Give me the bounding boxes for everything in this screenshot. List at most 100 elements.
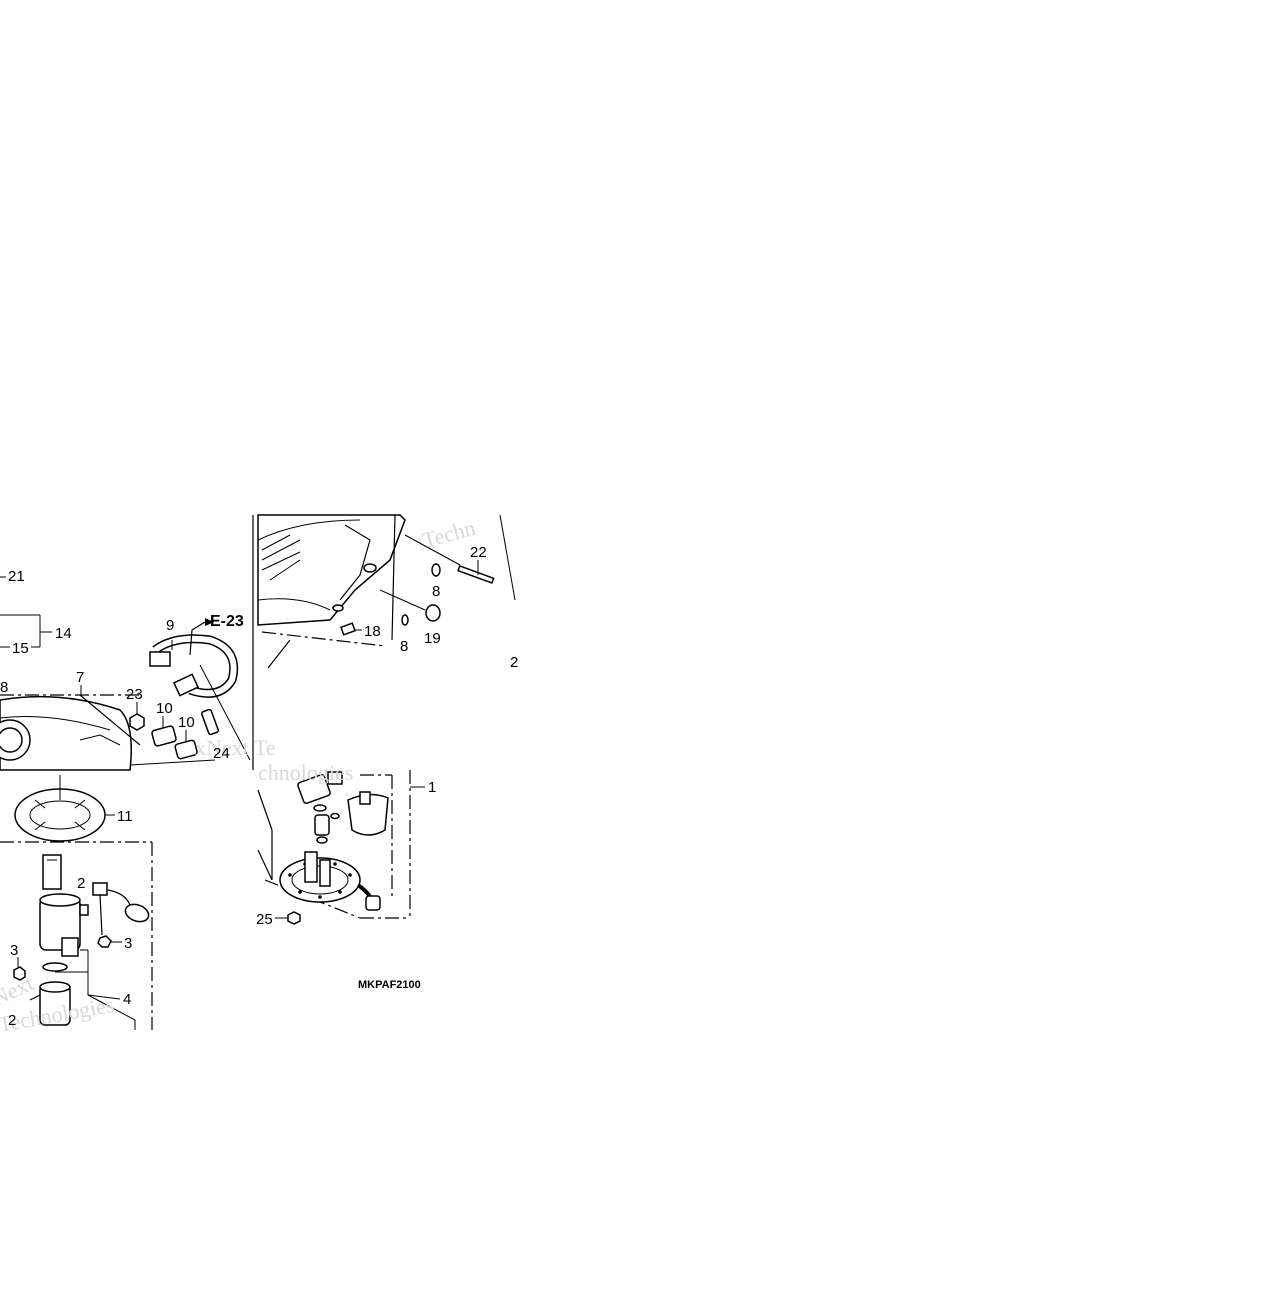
leader [379, 589, 426, 611]
flange-bolt-hole [338, 890, 342, 894]
fuel-tank-panel [0, 515, 254, 771]
group-line [79, 694, 141, 746]
tank-rear-panel [257, 514, 516, 669]
leader [129, 759, 216, 766]
callout-8: 8 [400, 638, 408, 655]
cap-10-shape [174, 739, 198, 760]
reference-arrow-line [189, 621, 206, 656]
callout-24: 24 [213, 745, 230, 762]
frame-edge [391, 514, 396, 641]
tank-edge-line [267, 639, 291, 669]
tank-lower-edge [257, 598, 331, 611]
callout-23: 23 [126, 686, 143, 703]
fuel-pump-outlet [61, 937, 79, 957]
flange-bolt-hole [298, 890, 302, 894]
leader [199, 664, 251, 761]
callout-22: 22 [470, 544, 487, 561]
callout-7: 7 [76, 669, 84, 686]
bracket-hole [363, 563, 377, 573]
o-ring [313, 804, 327, 812]
bolt-22-guide [404, 534, 461, 566]
reference-E-23: E-23 [210, 613, 244, 630]
callout-8: 8 [0, 679, 8, 696]
clip-2 [79, 904, 89, 916]
hose-clip [149, 651, 171, 667]
callout-3: 3 [124, 935, 132, 952]
float-shape [124, 903, 150, 923]
group-line [257, 849, 273, 881]
callout-3: 3 [10, 942, 18, 959]
setting-plate-slots [34, 799, 86, 831]
frame-edge [499, 514, 516, 601]
nut-25-shape [287, 911, 301, 925]
level-sensor-arm [99, 894, 103, 936]
hose-9-inner [153, 635, 237, 697]
fuel-filler-cap [0, 727, 23, 753]
washer-19-shape [425, 604, 441, 622]
bolt-22-shape [457, 565, 495, 584]
tank-contour [79, 734, 121, 746]
fuel-tank-shell [0, 695, 132, 771]
pump-motor-top [39, 981, 71, 993]
screw-3-left [13, 966, 26, 981]
callout-25: 25 [256, 911, 273, 928]
callout-10: 10 [156, 700, 173, 717]
setting-plate-inner [29, 800, 91, 830]
flange-bolt-hole [348, 873, 352, 877]
fuel-pump-panel [0, 775, 153, 1030]
float-arm [107, 889, 131, 906]
watermark-text: Next [0, 970, 37, 1011]
flange-bolt-hole [333, 862, 337, 866]
tank-contour [257, 519, 361, 541]
callout-2: 2 [77, 875, 85, 892]
fuel-pump-unit-panel [257, 770, 425, 925]
callout-2: 2 [510, 654, 518, 671]
pump-connector [365, 895, 381, 911]
fuel-pump-top [39, 893, 81, 907]
callout-1: 1 [428, 779, 436, 796]
flange-bolt-hole [288, 873, 292, 877]
bracket-line [87, 994, 136, 1021]
regulator-cap [327, 771, 343, 785]
leader [29, 994, 41, 1001]
callout-11: 11 [117, 808, 133, 825]
hose-clip [172, 673, 200, 697]
flange-stem [319, 859, 331, 887]
callout-19: 19 [424, 630, 441, 647]
callout-10: 10 [178, 714, 195, 731]
callout-18: 18 [364, 623, 381, 640]
watermark-text: xNext Te [195, 735, 276, 760]
regulator-shape [297, 773, 331, 805]
callout-15: 15 [12, 640, 29, 657]
flange-stem [304, 851, 318, 883]
collar-18-shape [340, 622, 356, 636]
watermark-text: chnologies [258, 760, 353, 785]
joint-ring [316, 836, 328, 844]
callout-9: 9 [166, 617, 174, 634]
tank-edge-line [261, 631, 386, 647]
mount-bracket [339, 524, 371, 601]
reference-arrow-head [205, 618, 214, 626]
grommet-8-shape [431, 563, 441, 577]
tank-shading [261, 534, 301, 581]
tank-contour [0, 716, 111, 731]
flange-bolt-hole [318, 895, 322, 899]
filter-cup-port [359, 791, 371, 805]
bracket-hole [332, 604, 344, 612]
group-line [257, 789, 273, 831]
level-sensor-head [92, 882, 108, 896]
screw-3 [97, 935, 112, 948]
callout-4: 4 [123, 991, 131, 1008]
sensor-24-shape [201, 708, 219, 736]
nut-23-shape [129, 713, 145, 731]
callout-14: 14 [55, 625, 72, 642]
grommet-8-shape [401, 614, 409, 626]
callout-21: 21 [8, 568, 25, 585]
diagram-code: MKPAF2100 [358, 979, 421, 991]
leader [87, 994, 121, 1000]
cap-10-shape [151, 725, 177, 747]
callout-8: 8 [432, 583, 440, 600]
o-ring [42, 962, 68, 972]
callout-2: 2 [8, 1012, 16, 1029]
